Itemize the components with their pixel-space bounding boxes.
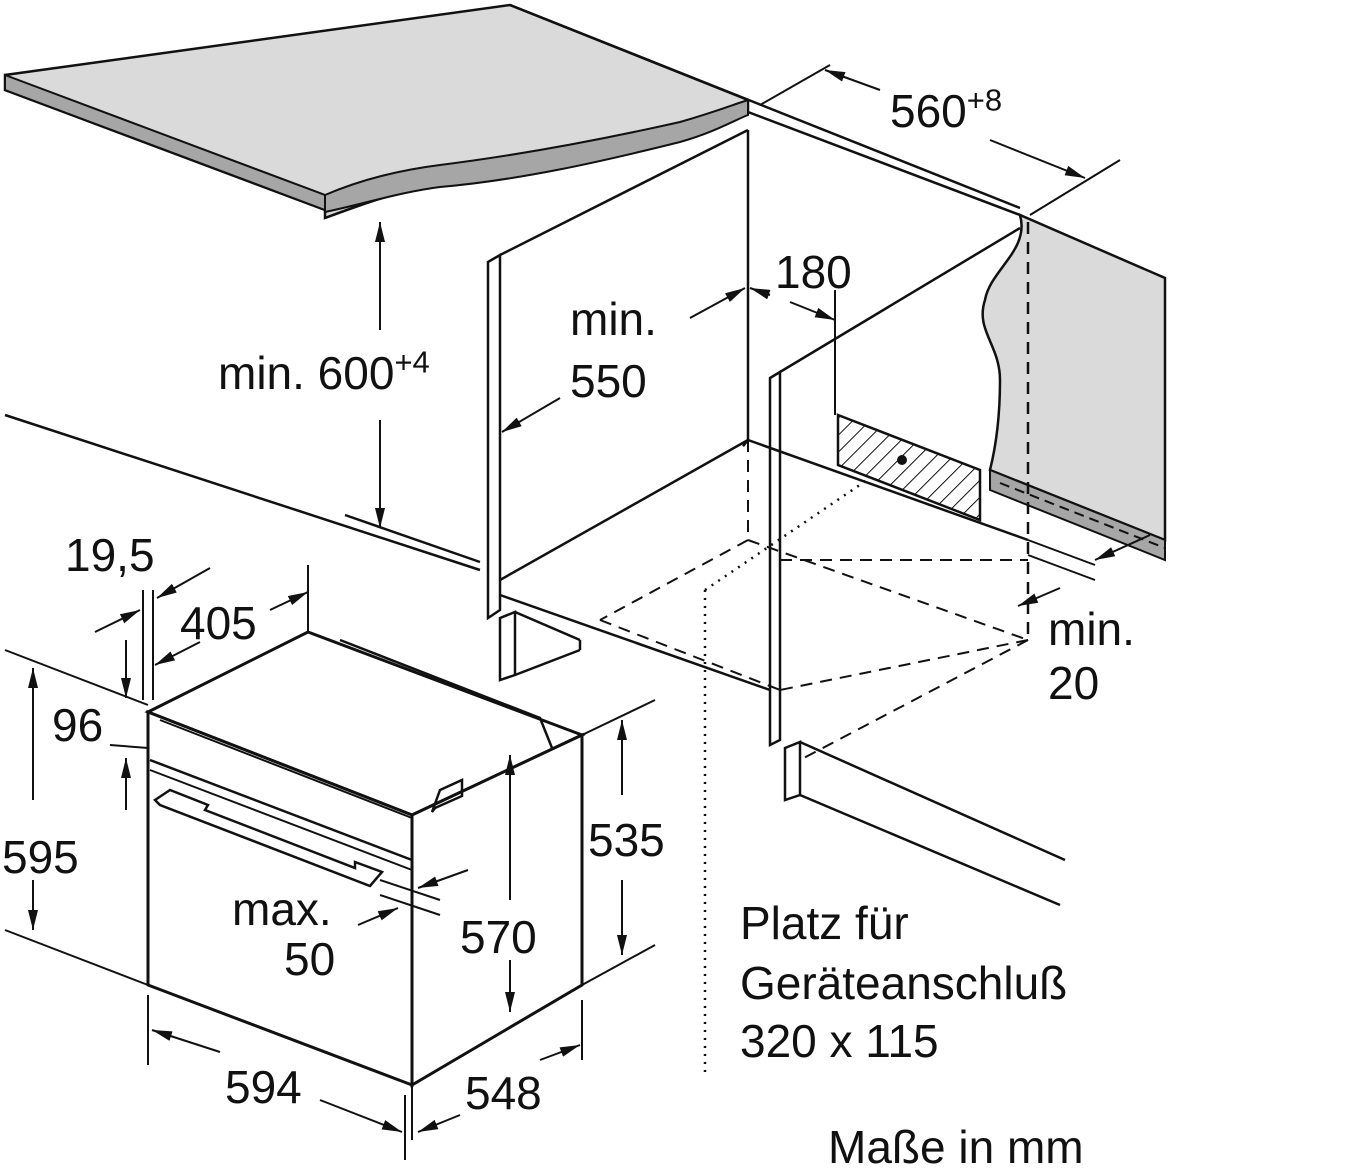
oven-height-label: 595 [2, 831, 79, 883]
niche-height-value: min. 600 [218, 347, 395, 399]
handle-max-label: max. [232, 883, 332, 935]
front-panel-label: 19,5 [65, 529, 155, 581]
oven-width-label: 594 [225, 1061, 302, 1113]
niche-depth-min-label: min. [570, 293, 657, 345]
countertop [3, 3, 1021, 220]
oven-depth-label: 548 [465, 1067, 542, 1119]
connection-leader [703, 476, 871, 1075]
niche-depth-value: 550 [570, 355, 647, 407]
top-depth-label: 405 [180, 597, 257, 649]
dimension-lines [4, 64, 1151, 1160]
top-offset-label: 96 [52, 699, 104, 751]
niche-width-value: 560 [890, 85, 967, 137]
niche-width-label: 560+8 [890, 82, 1003, 137]
body-height-rear-label: 535 [588, 814, 665, 866]
niche-width-tolerance: +8 [966, 82, 1003, 118]
niche-height-tolerance: +4 [394, 344, 430, 380]
counter-right [981, 212, 1167, 640]
body-height-front-label: 570 [460, 911, 537, 963]
connection-box [836, 413, 982, 522]
side-gap-min-label: min. [1048, 603, 1135, 655]
niche-cabinet [4, 128, 1066, 907]
oven [144, 630, 586, 1140]
rear-gap-label: 180 [775, 246, 852, 298]
units-note: Maße in mm [828, 1121, 1084, 1173]
connection-note-line2: Geräteanschluß [740, 957, 1068, 1009]
side-gap-value: 20 [1048, 657, 1100, 709]
hidden-lines [599, 440, 1029, 761]
connection-note-line1: Platz für [740, 897, 909, 949]
niche-height-label: min. 600+4 [218, 344, 430, 399]
handle-value-label: 50 [284, 933, 336, 985]
connection-note-line3: 320 x 115 [740, 1015, 939, 1067]
